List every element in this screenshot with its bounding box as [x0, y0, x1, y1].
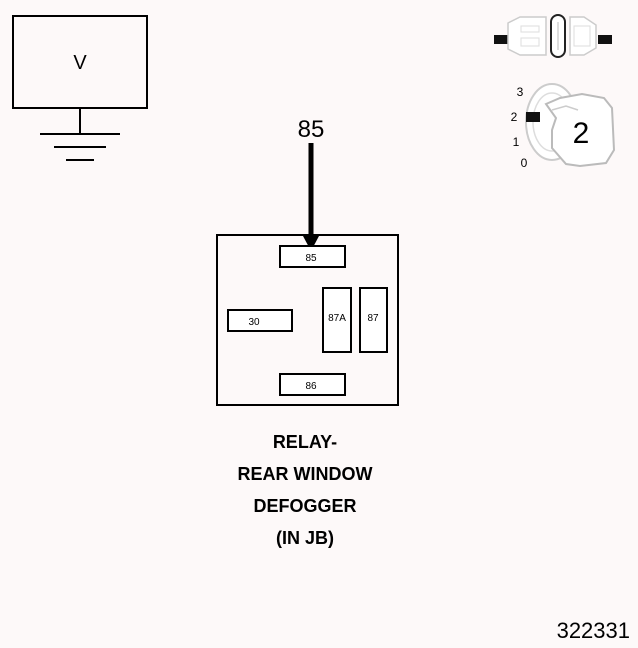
caption-line-3: DEFOGGER: [253, 496, 357, 516]
caption-line-2: REAR WINDOW: [237, 464, 373, 484]
connector-icon: [494, 14, 612, 58]
ignition-key-label: 2: [573, 117, 590, 150]
terminal-87a: 87A: [322, 287, 352, 353]
ignition-switch-icon: 3 2 1 0 2: [511, 83, 616, 170]
caption-line-1: RELAY-: [272, 432, 338, 452]
terminal-87: 87: [359, 287, 388, 353]
terminal-85: 85: [279, 245, 346, 268]
ignition-position-3: 3: [517, 85, 524, 99]
terminal-87-label: 87: [367, 313, 379, 324]
probe-arrow: 85: [298, 116, 325, 251]
voltmeter-label: V: [73, 52, 87, 74]
relay-caption: RELAY- REAR WINDOW DEFOGGER (IN JB): [200, 426, 410, 554]
figure-number: 322331: [556, 618, 630, 643]
terminal-85-label: 85: [305, 253, 317, 264]
ignition-position-0: 0: [521, 156, 528, 170]
terminal-86-label: 86: [305, 381, 317, 392]
voltmeter: V: [12, 15, 148, 109]
terminal-87a-label: 87A: [328, 313, 346, 324]
relay-body: 85 30 87A 87 86: [216, 234, 399, 406]
ignition-position-1: 1: [513, 135, 520, 149]
ignition-position-2: 2: [511, 110, 518, 124]
terminal-86: 86: [279, 373, 346, 396]
caption-line-4: (IN JB): [276, 528, 334, 548]
terminal-30-label: 30: [248, 317, 260, 328]
terminal-30: 30: [227, 309, 293, 332]
ground-symbol: [40, 108, 120, 161]
probe-label: 85: [298, 116, 325, 143]
